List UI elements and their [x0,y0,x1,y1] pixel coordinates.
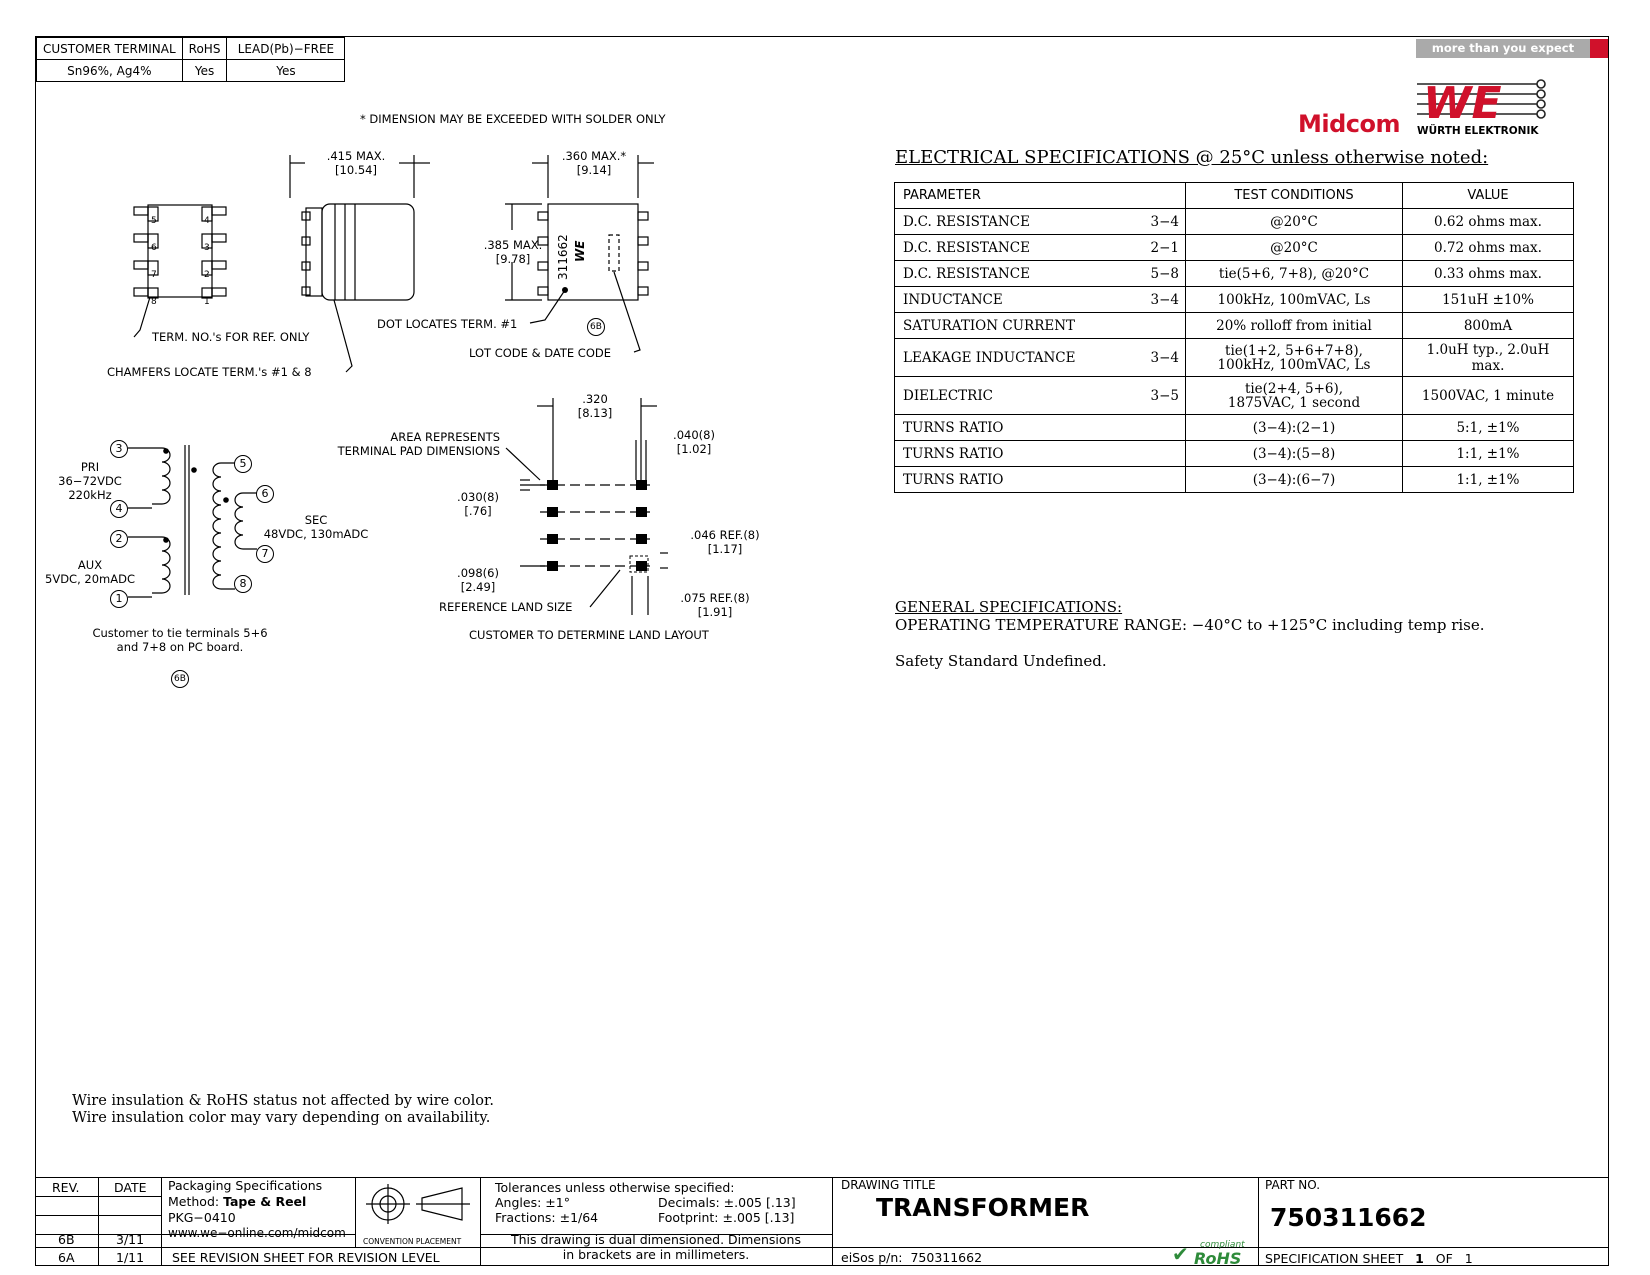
mechanical-drawing [128,155,668,615]
rev-header: REV. [52,1180,80,1195]
term-note: TERM. NO.'s FOR REF. ONLY [152,330,310,344]
table-row: TURNS RATIO (3−4):(6−7)1:1, ±1% [894,466,1574,493]
dim-030: .030(8)[.76] [457,490,499,518]
general-safety: Safety Standard Undefined. [895,652,1107,670]
rev-badge-front: 6B [587,318,605,336]
leadfree-header: LEAD(Pb)−FREE [226,37,346,60]
pkg-number: PKG−0410 [168,1210,236,1225]
wurth-text: WÜRTH ELEKTRONIK [1417,123,1539,137]
dim-320: .320[8.13] [577,392,613,420]
tol-angles: Angles: ±1° [495,1195,570,1210]
tol-title: Tolerances unless otherwise specified: [495,1180,735,1195]
projection-symbol [366,1184,470,1224]
drawing-frame [35,36,1609,1266]
dual-dim-note: This drawing is dual dimensioned. Dimens… [511,1232,801,1262]
tagline-red-block [1590,39,1608,58]
dim-075: .075 REF.(8)[1.91] [680,591,750,619]
leadfree-value: Yes [226,59,346,82]
rohs-header: RoHS [181,37,228,60]
date-6b: 3/11 [116,1232,145,1247]
param-header: PARAMETER [894,182,1186,209]
date-6a: 1/11 [116,1250,145,1265]
pin-7: 7 [256,545,274,563]
pin-2: 2 [110,530,128,548]
sheet-info: SPECIFICATION SHEET 1 OF 1 [1265,1251,1473,1266]
part-number: 750311662 [1270,1203,1427,1232]
drawing-title: TRANSFORMER [876,1193,1090,1222]
convention-label: CONVENTION PLACEMENT [363,1237,462,1246]
dim-note: * DIMENSION MAY BE EXCEEDED WITH SOLDER … [360,112,666,126]
eisos-pn: eiSos p/n: 750311662 [841,1250,983,1265]
part-no-label: PART NO. [1265,1178,1321,1192]
general-title: GENERAL SPECIFICATIONS: [895,598,1123,616]
general-specs: GENERAL SPECIFICATIONS: OPERATING TEMPER… [895,598,1485,670]
pin-1: 1 [110,590,128,608]
terminal-value: Sn96%, Ag4% [36,59,183,82]
date-header: DATE [114,1180,147,1195]
pin-5: 5 [234,455,252,473]
tol-footprint: Footprint: ±.005 [.13] [658,1210,795,1225]
dot-note: DOT LOCATES TERM. #1 [377,317,518,331]
pin-8: 8 [234,575,252,593]
chamfer-note: CHAMFERS LOCATE TERM.'s #1 & 8 [107,365,312,379]
logo-mark: WE [573,240,587,262]
dim-360: .360 MAX.*[9.14] [561,149,627,177]
we-url[interactable]: www.we−online.com/midcom [168,1226,346,1240]
wurth-logo: WE WÜRTH ELEKTRONIK [1417,78,1546,137]
rohs-compliant-logo: compliant ✔ RoHS [1172,1240,1245,1268]
electrical-title: ELECTRICAL SPECIFICATIONS @ 25°C unless … [895,147,1489,168]
electrical-table: PARAMETER TEST CONDITIONS VALUE D.C. RES… [894,182,1574,493]
table-row: TURNS RATIO (3−4):(5−8)1:1, ±1% [894,440,1574,467]
wire-note: Wire insulation & RoHS status not affect… [72,1093,494,1126]
terminal-table: CUSTOMER TERMINAL RoHS LEAD(Pb)−FREE Sn9… [36,37,346,82]
dim-040: .040(8)[1.02] [673,428,715,456]
tol-decimals: Decimals: ±.005 [.13] [658,1195,796,1210]
rohs-value: Yes [181,59,228,82]
part-marking: 311662 [556,234,570,280]
we-letters: WE [1423,78,1502,129]
rev-6a: 6A [58,1250,75,1265]
lot-note: LOT CODE & DATE CODE [469,346,611,360]
pin-4: 4 [110,500,128,518]
tagline-bar: more than you expect [1416,39,1590,58]
revision-note: SEE REVISION SHEET FOR REVISION LEVEL [172,1250,440,1265]
dim-098: .098(6)[2.49] [457,566,499,594]
table-row: TURNS RATIO (3−4):(2−1)5:1, ±1% [894,414,1574,441]
rev-badge-schematic: 6B [171,670,189,688]
tol-fractions: Fractions: ±1/64 [495,1210,599,1225]
dim-415: .415 MAX.[10.54] [326,149,386,177]
general-temp: OPERATING TEMPERATURE RANGE: −40°C to +1… [895,616,1485,634]
dim-046: .046 REF.(8)[1.17] [690,528,760,556]
ref-land: REFERENCE LAND SIZE [439,600,573,614]
value-header: VALUE [1402,182,1574,209]
rohs-check-icon: ✔ [1172,1242,1189,1266]
cond-header: TEST CONDITIONS [1185,182,1403,209]
pack-method: Method: Tape & Reel [168,1194,307,1209]
table-row: SATURATION CURRENT 20% rolloff from init… [894,312,1574,339]
drawing-title-label: DRAWING TITLE [841,1178,936,1192]
dim-385: .385 MAX.[9.78] [483,238,543,266]
midcom-logo: Midcom [1298,110,1401,138]
pin-3: 3 [110,440,128,458]
pin-6: 6 [256,485,274,503]
land-layout: CUSTOMER TO DETERMINE LAND LAYOUT [469,628,709,642]
pack-title: Packaging Specifications [168,1178,323,1193]
rev-6b: 6B [58,1232,75,1247]
